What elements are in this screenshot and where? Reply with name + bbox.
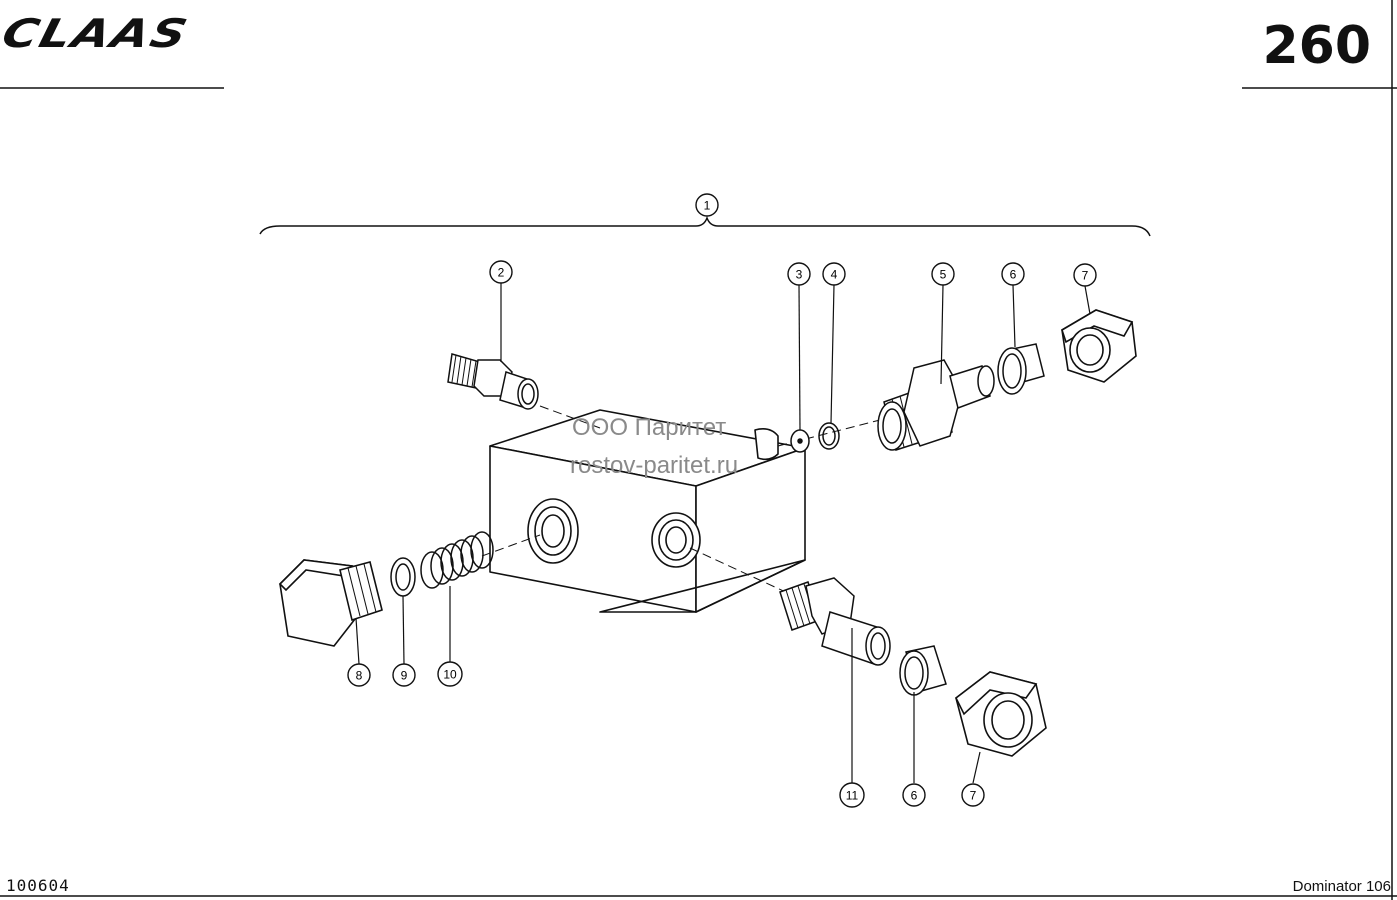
svg-text:1: 1 xyxy=(704,199,711,213)
svg-text:3: 3 xyxy=(796,268,803,282)
part-10-spring xyxy=(420,531,494,589)
callout-6-upper: 6 xyxy=(1001,262,1025,286)
callout-11: 11 xyxy=(839,782,865,808)
callout-2: 2 xyxy=(489,260,513,284)
watermark-company: ООО Паритет xyxy=(572,414,727,441)
svg-text:8: 8 xyxy=(356,669,363,683)
assembly-brace xyxy=(259,215,1151,237)
part-7-hex-nut-lower xyxy=(954,671,1047,757)
svg-text:2: 2 xyxy=(498,266,505,280)
svg-text:4: 4 xyxy=(831,268,838,282)
leader-lines xyxy=(355,283,1091,784)
part-4-o-ring xyxy=(818,422,840,450)
callout-3: 3 xyxy=(787,262,811,286)
machine-model: Dominator 106 xyxy=(1292,878,1391,895)
part-7-hex-nut-upper xyxy=(1061,309,1137,383)
callout-1: 1 xyxy=(695,193,719,217)
svg-text:9: 9 xyxy=(401,669,408,683)
callout-5: 5 xyxy=(931,262,955,286)
part-8-hex-plug xyxy=(278,559,383,647)
part-5-union-fitting xyxy=(877,359,995,451)
svg-text:7: 7 xyxy=(1082,269,1089,283)
callout-4: 4 xyxy=(822,262,846,286)
svg-text:6: 6 xyxy=(1010,268,1017,282)
svg-text:5: 5 xyxy=(940,268,947,282)
part-6-sleeve-upper xyxy=(997,343,1045,395)
part-9-sealing-ring xyxy=(390,557,416,597)
part-11-straight-fitting xyxy=(779,577,891,666)
callout-7-upper: 7 xyxy=(1073,263,1097,287)
page-number: 260 xyxy=(1262,16,1371,76)
callout-7-lower: 7 xyxy=(961,783,985,807)
svg-text:11: 11 xyxy=(846,789,859,803)
callout-6-lower: 6 xyxy=(902,783,926,807)
document-code: 100604 xyxy=(6,876,70,895)
valve-block xyxy=(489,409,806,613)
watermark-website: rostov-paritet.ru xyxy=(570,452,739,479)
callout-10: 10 xyxy=(437,661,463,687)
part-3-washer xyxy=(790,429,810,453)
callout-9: 9 xyxy=(392,663,416,687)
callout-8: 8 xyxy=(347,663,371,687)
part-6-sleeve-lower xyxy=(899,645,947,696)
svg-text:7: 7 xyxy=(970,789,977,803)
svg-text:10: 10 xyxy=(443,668,457,682)
svg-text:6: 6 xyxy=(911,789,918,803)
part-2-threaded-adapter xyxy=(447,353,539,410)
